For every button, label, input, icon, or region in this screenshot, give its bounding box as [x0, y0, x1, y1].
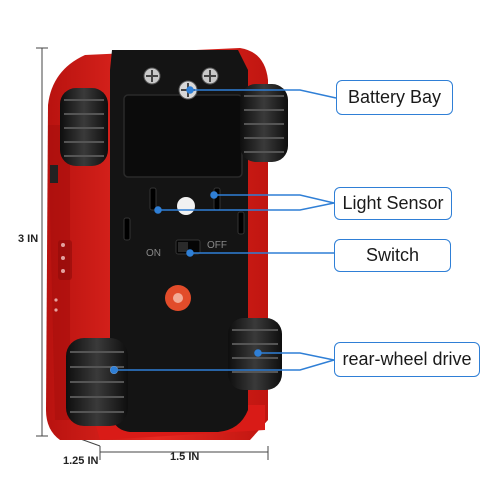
- depth-dimension-label: 1.25 IN: [63, 455, 99, 467]
- width-dimension-label: 1.5 IN: [170, 451, 200, 463]
- switch-off-label: OFF: [207, 240, 227, 251]
- switch-on-label: ON: [146, 248, 161, 259]
- wheel-front-right: [240, 84, 288, 162]
- height-dimension-label: 3 IN: [18, 233, 39, 245]
- battery-bay-callout: Battery Bay: [336, 80, 453, 115]
- wheel-front-left: [60, 88, 108, 166]
- callout-lines: [110, 86, 337, 374]
- rear-wheel-drive-callout: rear-wheel drive: [334, 342, 480, 377]
- light-sensor-callout: Light Sensor: [334, 187, 452, 220]
- underside-plate: [110, 50, 248, 432]
- wheel-rear-left: [66, 338, 128, 426]
- switch-callout: Switch: [334, 239, 451, 272]
